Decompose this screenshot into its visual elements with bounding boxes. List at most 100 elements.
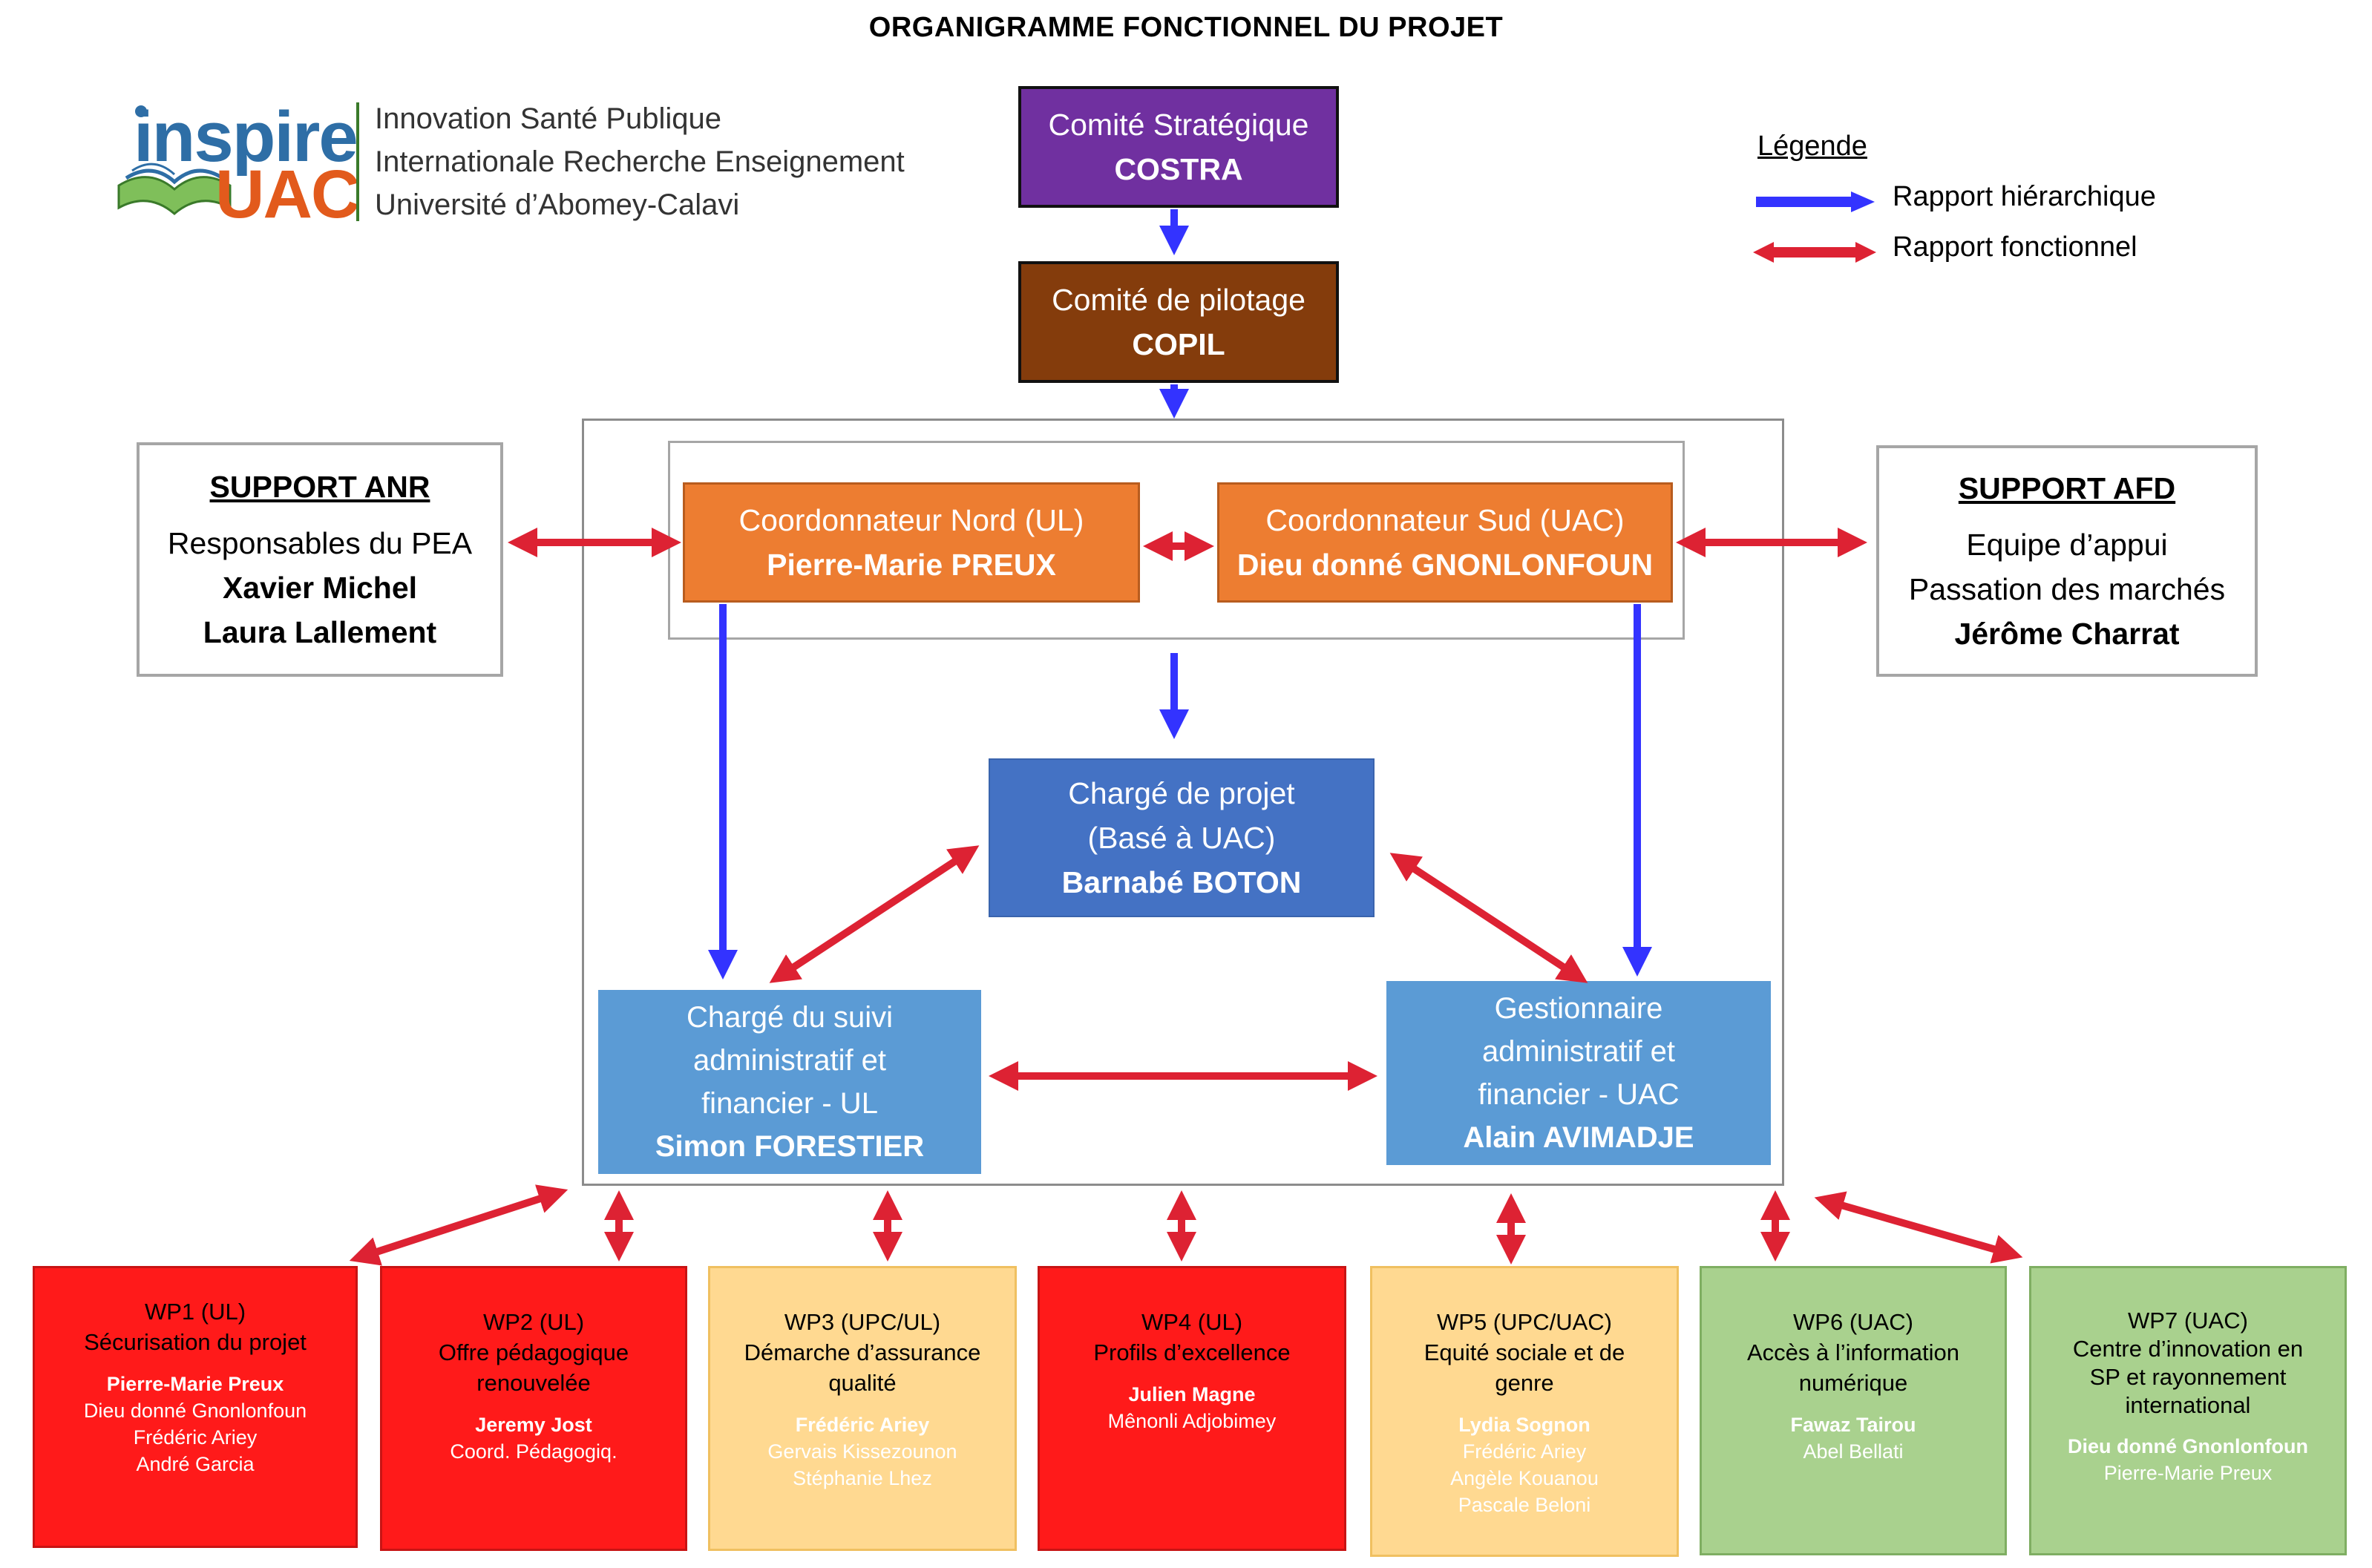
wp-box-4: WP4 (UL) Profils d’excellence Julien Mag…	[1038, 1266, 1346, 1551]
wp-member: Stéphanie Lhez	[793, 1467, 932, 1489]
support-afd-title: SUPPORT AFD	[1958, 471, 2176, 505]
book-icon	[117, 105, 232, 215]
charge-projet-name: Barnabé BOTON	[1061, 865, 1302, 899]
wp-subtitle: Profils d’excellence	[1093, 1339, 1291, 1365]
wp-title: WP2 (UL)	[482, 1309, 585, 1335]
legend: Légende Rapport hiérarchique Rapport fon…	[1752, 126, 2271, 275]
wp-subtitle: Sécurisation du projet	[84, 1329, 307, 1355]
support-anr-person-1: Xavier Michel	[222, 571, 418, 605]
charge-suivi-name: Simon FORESTIER	[655, 1130, 925, 1163]
support-anr-person-2: Laura Lallement	[203, 615, 437, 649]
wp-title: WP4 (UL)	[1141, 1309, 1243, 1335]
wp-subtitle: Offre pédagogique	[438, 1339, 629, 1365]
charge-suivi-role-2: administratif et	[692, 1044, 887, 1077]
wp-title: WP6 (UAC)	[1793, 1309, 1913, 1335]
charge-projet-box: Chargé de projet (Basé à UAC) Barnabé BO…	[989, 758, 1375, 917]
wp-subtitle: genre	[1495, 1370, 1554, 1396]
copil-acronym: COPIL	[1132, 327, 1225, 361]
logo-line-1: Innovation Santé Publique	[375, 102, 722, 135]
gestionnaire-role-2: administratif et	[1481, 1035, 1676, 1068]
wp-lead: Lydia Sognon	[1458, 1414, 1590, 1436]
arrow-frame-wp1	[349, 1184, 569, 1266]
coord-sud-box: Coordonnateur Sud (UAC) Dieu donné GNONL…	[1217, 482, 1673, 603]
project-team-frame	[582, 419, 1784, 1186]
arrow-frame-wp7	[1814, 1191, 2023, 1264]
costra-box: Comité Stratégique COSTRA	[1018, 86, 1339, 208]
wp-lead: Jeremy Jost	[475, 1414, 592, 1436]
coord-sud-role: Coordonnateur Sud (UAC)	[1265, 503, 1625, 537]
charge-suivi-box: Chargé du suivi administratif et financi…	[598, 990, 981, 1174]
coord-nord-name: Pierre-Marie PREUX	[767, 548, 1056, 582]
gestionnaire-role-3: financier - UAC	[1478, 1078, 1680, 1111]
costra-label: Comité Stratégique	[1048, 108, 1309, 142]
wp-box-6: WP6 (UAC) Accès à l’information numériqu…	[1700, 1266, 2007, 1555]
arrow-projet-suivi	[769, 845, 980, 983]
legend-hierarchical-label: Rapport hiérarchique	[1893, 181, 2156, 212]
support-afd-role-1: Equipe d’appui	[1966, 528, 2168, 562]
wp-subtitle: Accès à l’information	[1746, 1339, 1959, 1365]
copil-box: Comité de pilotage COPIL	[1018, 261, 1339, 383]
support-anr-box: SUPPORT ANR Responsables du PEA Xavier M…	[137, 442, 503, 677]
legend-hierarchical-arrow-icon	[1756, 191, 1875, 212]
wp-title: WP5 (UPC/UAC)	[1437, 1309, 1612, 1335]
wp-member: Abel Bellati	[1803, 1440, 1904, 1463]
wp-member: Angèle Kouanou	[1450, 1467, 1599, 1489]
support-afd-person: Jérôme Charrat	[1954, 617, 2180, 651]
wp-member: Dieu donné Gnonlonfoun	[83, 1400, 307, 1422]
wp-box-7: WP7 (UAC) Centre d’innovation en SP et r…	[2029, 1266, 2347, 1555]
wp-lead: Dieu donné Gnonlonfoun	[2068, 1435, 2308, 1457]
wp-member: André Garcia	[136, 1453, 255, 1475]
gestionnaire-role-1: Gestionnaire	[1494, 992, 1663, 1025]
gestionnaire-name: Alain AVIMADJE	[1463, 1121, 1694, 1154]
wp-member: Frédéric Ariey	[1462, 1440, 1587, 1463]
coord-nord-role: Coordonnateur Nord (UL)	[738, 503, 1084, 537]
support-anr-title: SUPPORT ANR	[209, 470, 430, 504]
wp-subtitle: Centre d’innovation en	[2072, 1336, 2304, 1362]
costra-acronym: COSTRA	[1114, 152, 1243, 186]
wp-member: Pascale Beloni	[1458, 1494, 1591, 1516]
legend-functional-label: Rapport fonctionnel	[1893, 232, 2137, 263]
wp-subtitle: numérique	[1798, 1370, 1908, 1396]
logo-word-inspire: inspire	[134, 97, 358, 177]
wp-member: Coord. Pédagogiq.	[450, 1440, 617, 1463]
wp-subtitle: renouvelée	[476, 1370, 591, 1396]
logo-divider	[356, 102, 359, 221]
wp-subtitle: SP et rayonnement	[2089, 1364, 2287, 1390]
coord-sud-name: Dieu donné GNONLONFOUN	[1236, 548, 1654, 582]
wp-subtitle: Equité sociale et de	[1423, 1339, 1625, 1365]
wp-box-5: WP5 (UPC/UAC) Equité sociale et de genre…	[1370, 1266, 1679, 1557]
coord-nord-box: Coordonnateur Nord (UL) Pierre-Marie PRE…	[683, 482, 1140, 603]
logo-word-uac: UAC	[215, 157, 360, 232]
wp-subtitle: international	[2125, 1392, 2251, 1418]
page-title: ORGANIGRAMME FONCTIONNEL DU PROJET	[868, 12, 1504, 43]
wp-member: Frédéric Ariey	[133, 1426, 258, 1449]
charge-suivi-role-3: financier - UL	[701, 1087, 878, 1120]
wp-box-2: WP2 (UL) Offre pédagogique renouvelée Je…	[380, 1266, 687, 1551]
logo-line-2: Internationale Recherche Enseignement	[375, 145, 905, 178]
wp-box-3: WP3 (UPC/UL) Démarche d’assurance qualit…	[708, 1266, 1017, 1551]
wp-subtitle: qualité	[828, 1370, 897, 1396]
wp-subtitle: Démarche d’assurance	[744, 1339, 981, 1365]
wp-lead: Pierre-Marie Preux	[106, 1373, 284, 1395]
arrow-projet-gestionnaire	[1389, 853, 1588, 983]
wp-title: WP3 (UPC/UL)	[784, 1309, 941, 1335]
logo: inspire UAC Innovation Santé Publique In…	[111, 96, 957, 232]
wp-lead: Julien Magne	[1128, 1383, 1256, 1405]
wp-member: Mênonli Adjobimey	[1107, 1410, 1277, 1432]
wp-title: WP1 (UL)	[144, 1299, 246, 1325]
legend-title: Légende	[1757, 131, 1867, 162]
logo-line-3: Université d’Abomey-Calavi	[375, 188, 740, 221]
charge-projet-role: Chargé de projet	[1068, 776, 1295, 810]
charge-projet-location: (Basé à UAC)	[1087, 821, 1276, 855]
copil-label: Comité de pilotage	[1052, 283, 1305, 317]
wp-lead: Fawaz Tairou	[1790, 1414, 1916, 1436]
support-afd-role-2: Passation des marchés	[1908, 572, 2226, 606]
support-afd-box: SUPPORT AFD Equipe d’appui Passation des…	[1876, 445, 2258, 677]
support-anr-role: Responsables du PEA	[167, 526, 473, 560]
wp-title: WP7 (UAC)	[2128, 1308, 2248, 1334]
legend-functional-arrow-icon	[1753, 242, 1876, 263]
wp-member: Pierre-Marie Preux	[2103, 1462, 2273, 1484]
gestionnaire-box: Gestionnaire administratif et financier …	[1386, 981, 1771, 1165]
wp-lead: Frédéric Ariey	[795, 1414, 930, 1436]
